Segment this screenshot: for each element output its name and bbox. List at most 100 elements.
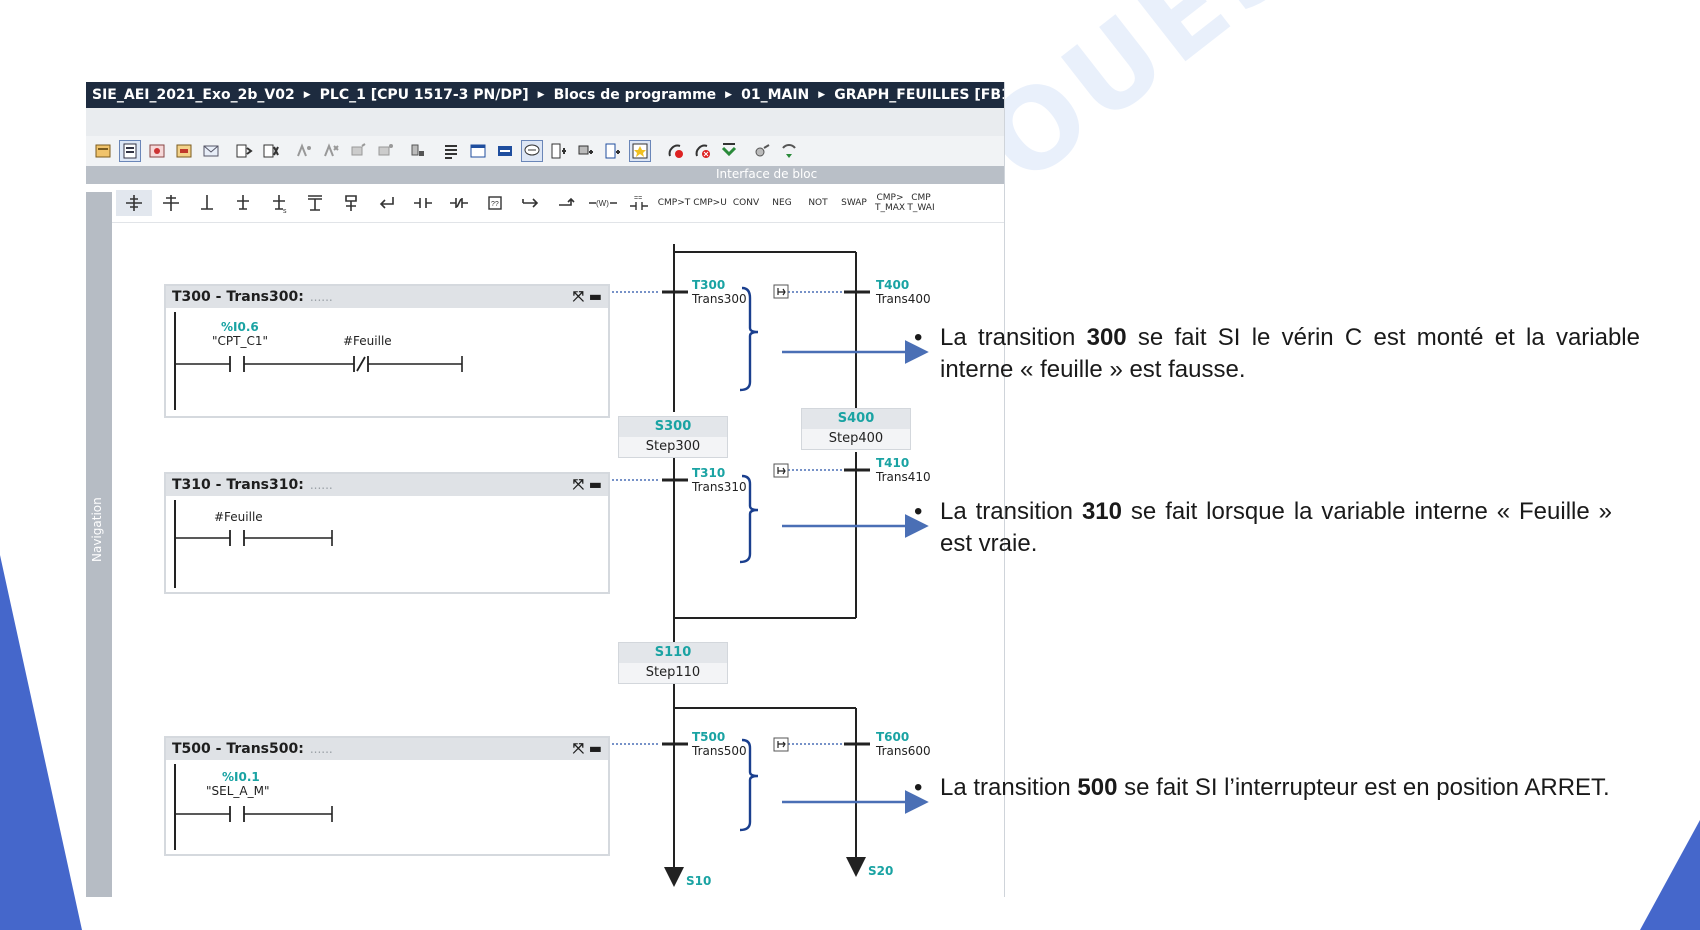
- breadcrumb-program-blocks[interactable]: Blocs de programme: [553, 87, 717, 103]
- not-button[interactable]: NOT: [808, 198, 828, 208]
- contact-address: %I0.6: [221, 320, 259, 334]
- bullet-icon: •: [914, 324, 923, 351]
- graph-sequence-lines: [612, 244, 870, 887]
- step-s110[interactable]: S110 Step110: [618, 642, 728, 684]
- toolbar-icon[interactable]: [407, 140, 429, 162]
- network-header: T310 - Trans310: ...... ⤧ ▬: [166, 474, 608, 496]
- toolbar-icon[interactable]: [233, 140, 255, 162]
- chevron-right-icon: ▶: [725, 90, 733, 100]
- breadcrumb-main[interactable]: 01_MAIN: [741, 87, 810, 103]
- step-s300[interactable]: S300 Step300: [618, 416, 728, 458]
- network-t310[interactable]: T310 - Trans310: ...... ⤧ ▬ #Feuille: [164, 472, 610, 594]
- cmp-u-button[interactable]: CMP>U: [693, 198, 727, 208]
- breadcrumb-block[interactable]: GRAPH_FEUILLES [FB1]: [834, 87, 1005, 103]
- comment-icon[interactable]: [521, 140, 543, 162]
- breadcrumb-project[interactable]: SIE_AEI_2021_Exo_2b_V02: [92, 87, 295, 103]
- ladder-rung: [174, 312, 463, 410]
- toolbar-icon[interactable]: [146, 140, 168, 162]
- minimize-icon[interactable]: ▬: [588, 477, 602, 493]
- toolbar-icon[interactable]: [778, 140, 800, 162]
- step-s400[interactable]: S400 Step400: [801, 408, 911, 450]
- bullet-icon: •: [914, 774, 923, 801]
- network-header: T500 - Trans500: ...... ⤧ ▬: [166, 738, 608, 760]
- svg-text:??: ??: [491, 201, 499, 208]
- network-t500[interactable]: T500 - Trans500: ...... ⤧ ▬ %I0.1 "SEL_A…: [164, 736, 610, 856]
- coil-w-icon[interactable]: (W): [586, 190, 620, 216]
- cmp-twai-button[interactable]: CMP T_WAI: [907, 193, 935, 213]
- network-comment[interactable]: ......: [309, 290, 333, 304]
- return-icon[interactable]: [370, 190, 404, 216]
- note-transition-300: • La transition 300 se fait SI le vérin …: [914, 324, 1640, 383]
- toolbar-icon[interactable]: [347, 140, 369, 162]
- network-t300[interactable]: T300 - Trans300: ...... ⤧ ▬ %I0.6 "CPT_C…: [164, 284, 610, 418]
- expand-icon[interactable]: ⤧: [572, 289, 584, 305]
- step-name: Step300: [645, 439, 701, 454]
- breadcrumb: SIE_AEI_2021_Exo_2b_V02 ▶ PLC_1 [CPU 151…: [86, 82, 1004, 108]
- close-branch-up-icon[interactable]: [550, 190, 584, 216]
- breadcrumb-plc[interactable]: PLC_1 [CPU 1517-3 PN/DP]: [319, 87, 529, 103]
- open-branch-icon[interactable]: [154, 190, 188, 216]
- toolbar-icon[interactable]: [92, 140, 114, 162]
- toolbar-icon[interactable]: [575, 140, 597, 162]
- toolbar-icon[interactable]: [494, 140, 516, 162]
- conv-button[interactable]: CONV: [732, 198, 760, 208]
- navigation-strip[interactable]: Navigation: [86, 192, 112, 897]
- interface-label: Interface de bloc: [716, 167, 818, 181]
- toolbar-icon[interactable]: [548, 140, 570, 162]
- network-header: T300 - Trans300: ...... ⤧ ▬: [166, 286, 608, 308]
- block-interface-bar[interactable]: Interface de bloc: [86, 166, 1004, 184]
- swap-button[interactable]: SWAP: [841, 198, 867, 208]
- toolbar-icon[interactable]: [260, 140, 282, 162]
- step-id: S300: [619, 417, 727, 437]
- toolbar-icon[interactable]: [602, 140, 624, 162]
- toolbar-icon[interactable]: [200, 140, 222, 162]
- jump-icon[interactable]: [226, 190, 260, 216]
- ladder-rung: [174, 764, 333, 850]
- toolbar-icon[interactable]: [374, 140, 396, 162]
- contact-tag: "SEL_A_M": [206, 784, 270, 798]
- step-name: Step110: [645, 665, 701, 680]
- toolbar-icon[interactable]: [173, 140, 195, 162]
- toolbar-icon[interactable]: [629, 140, 651, 162]
- toolbar-icon[interactable]: [718, 140, 740, 162]
- step-id: S400: [802, 409, 910, 429]
- step-icon[interactable]: s: [262, 190, 296, 216]
- toolbar-icon[interactable]: [293, 140, 315, 162]
- open-branch-right-icon[interactable]: [514, 190, 548, 216]
- jump-target-s10[interactable]: S10: [686, 874, 712, 888]
- minimize-icon[interactable]: ▬: [588, 741, 602, 757]
- ladder-toolbar: [86, 184, 1004, 223]
- close-branch-icon[interactable]: [190, 190, 224, 216]
- toolbar-icon[interactable]: [320, 140, 342, 162]
- toolbar-icon[interactable]: [119, 140, 141, 162]
- nc-contact-icon[interactable]: [442, 190, 476, 216]
- alternative-branch-icon[interactable]: [334, 190, 368, 216]
- empty-box-icon[interactable]: ??: [478, 190, 512, 216]
- simultaneous-branch-icon[interactable]: [298, 190, 332, 216]
- cmp-tmax-button[interactable]: CMP> T_MAX: [874, 193, 906, 213]
- toolbar-icon[interactable]: [440, 140, 462, 162]
- toolbar-icon[interactable]: [751, 140, 773, 162]
- neg-button[interactable]: NEG: [772, 198, 792, 208]
- toolbar-icon[interactable]: [691, 140, 713, 162]
- toolbar-icon[interactable]: [467, 140, 489, 162]
- network-comment[interactable]: ......: [309, 478, 333, 492]
- network-comment[interactable]: ......: [309, 742, 333, 756]
- cmp-t-button[interactable]: CMP>T: [657, 198, 691, 208]
- expand-icon[interactable]: ⤧: [572, 477, 584, 493]
- no-contact-icon[interactable]: [406, 190, 440, 216]
- toolbar-icon[interactable]: [664, 140, 686, 162]
- insert-network-icon[interactable]: [116, 190, 152, 216]
- jump-target-s20[interactable]: S20: [868, 864, 894, 878]
- contact-tag: #Feuille: [214, 510, 263, 524]
- bullet-icon: •: [914, 498, 923, 525]
- compare-icon[interactable]: ==: [622, 190, 656, 216]
- expand-icon[interactable]: ⤧: [572, 741, 584, 757]
- minimize-icon[interactable]: ▬: [588, 289, 602, 305]
